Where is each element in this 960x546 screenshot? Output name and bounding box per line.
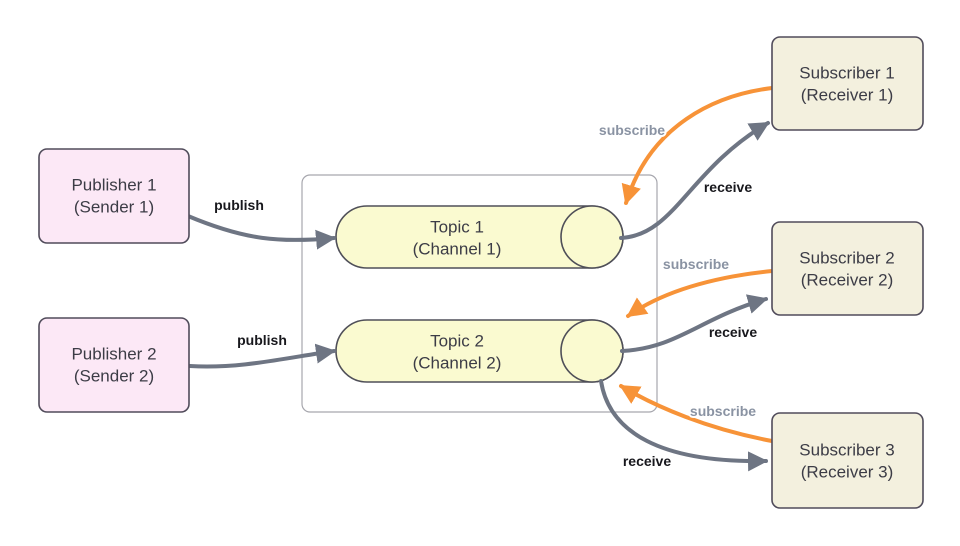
publisher1-label-line2: (Sender 1)	[74, 198, 154, 217]
topic1-node: Topic 1 (Channel 1)	[335, 205, 624, 269]
publish2-edge-label: publish	[237, 332, 287, 348]
receive2-edge-label: receive	[709, 324, 757, 340]
publisher2-box	[38, 317, 190, 413]
publish1-arrow	[186, 214, 336, 250]
subscriber3-box	[771, 412, 924, 509]
publisher2-label-line1: Publisher 2	[71, 345, 156, 364]
publisher1-box	[38, 148, 190, 244]
topic1-label-line1: Topic 1	[430, 218, 484, 237]
subscribe3-edge-label: subscribe	[690, 403, 756, 419]
subscriber1-box	[771, 36, 924, 131]
subscriber1-node: Subscriber 1 (Receiver 1)	[771, 36, 924, 131]
receive3-edge-label: receive	[623, 453, 671, 469]
publisher1-node: Publisher 1 (Sender 1)	[38, 148, 190, 244]
subscribe1-arrow	[621, 86, 774, 205]
receive3-arrow	[599, 379, 768, 472]
publisher1-label-line1: Publisher 1	[71, 176, 156, 195]
topics-container-box	[301, 174, 658, 413]
publish1-edge-label: publish	[214, 197, 264, 213]
receive2-arrow	[620, 294, 768, 353]
subscriber3-label-line1: Subscriber 3	[799, 441, 894, 460]
topic2-node: Topic 2 (Channel 2)	[335, 319, 624, 383]
topic1-cylinder-cap	[560, 205, 624, 269]
subscribe2-edge-label: subscribe	[663, 256, 729, 272]
subscriber2-label-line2: (Receiver 2)	[801, 271, 894, 290]
subscribe2-arrow	[626, 269, 774, 318]
topic2-cylinder-cap	[560, 319, 624, 383]
subscriber1-label-line1: Subscriber 1	[799, 64, 894, 83]
topic2-label-line2: (Channel 2)	[413, 354, 502, 373]
topic2-label-line1: Topic 2	[430, 332, 484, 351]
publish2-arrow	[188, 343, 336, 369]
subscriber3-node: Subscriber 3 (Receiver 3)	[771, 412, 924, 509]
subscriber2-box	[771, 221, 924, 316]
subscriber1-label-line2: (Receiver 1)	[801, 86, 894, 105]
subscriber2-node: Subscriber 2 (Receiver 2)	[771, 221, 924, 316]
subscriber3-label-line2: (Receiver 3)	[801, 463, 894, 482]
publisher2-label-line2: (Sender 2)	[74, 367, 154, 386]
receive1-edge-label: receive	[704, 179, 752, 195]
subscribe1-edge-label: subscribe	[599, 122, 665, 138]
publisher2-node: Publisher 2 (Sender 2)	[38, 317, 190, 413]
subscribe3-arrow	[619, 384, 774, 443]
subscriber2-label-line1: Subscriber 2	[799, 249, 894, 268]
receive1-arrow	[619, 121, 770, 240]
topic1-label-line2: (Channel 1)	[413, 240, 502, 259]
